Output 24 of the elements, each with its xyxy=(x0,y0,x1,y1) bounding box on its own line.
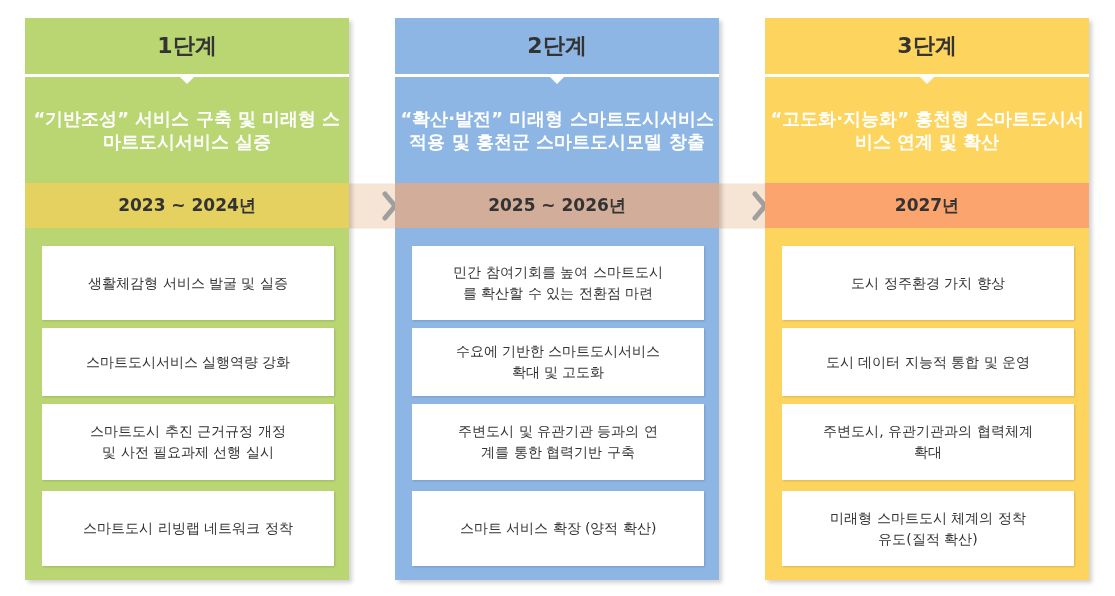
stage-column xyxy=(395,18,719,580)
stage-title: 1단계 xyxy=(156,32,218,60)
task-box: 민간 참여기회를 높여 스마트도시를 확산할 수 있는 전환점 마련 xyxy=(412,246,704,320)
period-band: 2025 ~ 2026년 xyxy=(395,183,719,228)
task-box: 스마트도시 추진 근거규정 개정 및 사전 필요과제 선행 실시 xyxy=(42,404,334,480)
task-box: 수요에 기반한 스마트도시서비스 확대 및 고도화 xyxy=(412,328,704,396)
period-band: 2023 ~ 2024년 xyxy=(25,183,349,228)
task-box: 생활체감형 서비스 발굴 및 실증 xyxy=(42,246,334,320)
period-band: 2027년 xyxy=(765,183,1089,228)
task-box: 주변도시, 유관기관과의 협력체계 확대 xyxy=(782,404,1074,480)
task-box: 도시 데이터 지능적 통합 및 운영 xyxy=(782,328,1074,396)
stage-goal: “고도화·지능화” 홍천형 스마트도시서비스 연계 및 확산 xyxy=(769,106,1085,154)
task-box: 주변도시 및 유관기관 등과의 연계를 통한 협력기반 구축 xyxy=(412,404,704,480)
task-box: 미래형 스마트도시 체계의 정착 유도(질적 확산) xyxy=(782,491,1074,566)
stage-goal: “확산·발전” 미래형 스마트도시서비스 적용 및 홍천군 스마트도시모델 창출 xyxy=(399,106,715,154)
stage-column xyxy=(765,18,1089,580)
task-box: 스마트도시서비스 실행역량 강화 xyxy=(42,328,334,396)
stage-title: 3단계 xyxy=(896,32,958,60)
stage-goal: “기반조성” 서비스 구축 및 미래형 스마트도시서비스 실증 xyxy=(32,106,342,154)
task-box: 도시 정주환경 가치 향상 xyxy=(782,246,1074,320)
stage-title: 2단계 xyxy=(526,32,588,60)
stage-column xyxy=(25,18,349,580)
task-box: 스마트도시 리빙랩 네트워크 정착 xyxy=(42,491,334,566)
task-box: 스마트 서비스 확장 (양적 확산) xyxy=(412,491,704,566)
